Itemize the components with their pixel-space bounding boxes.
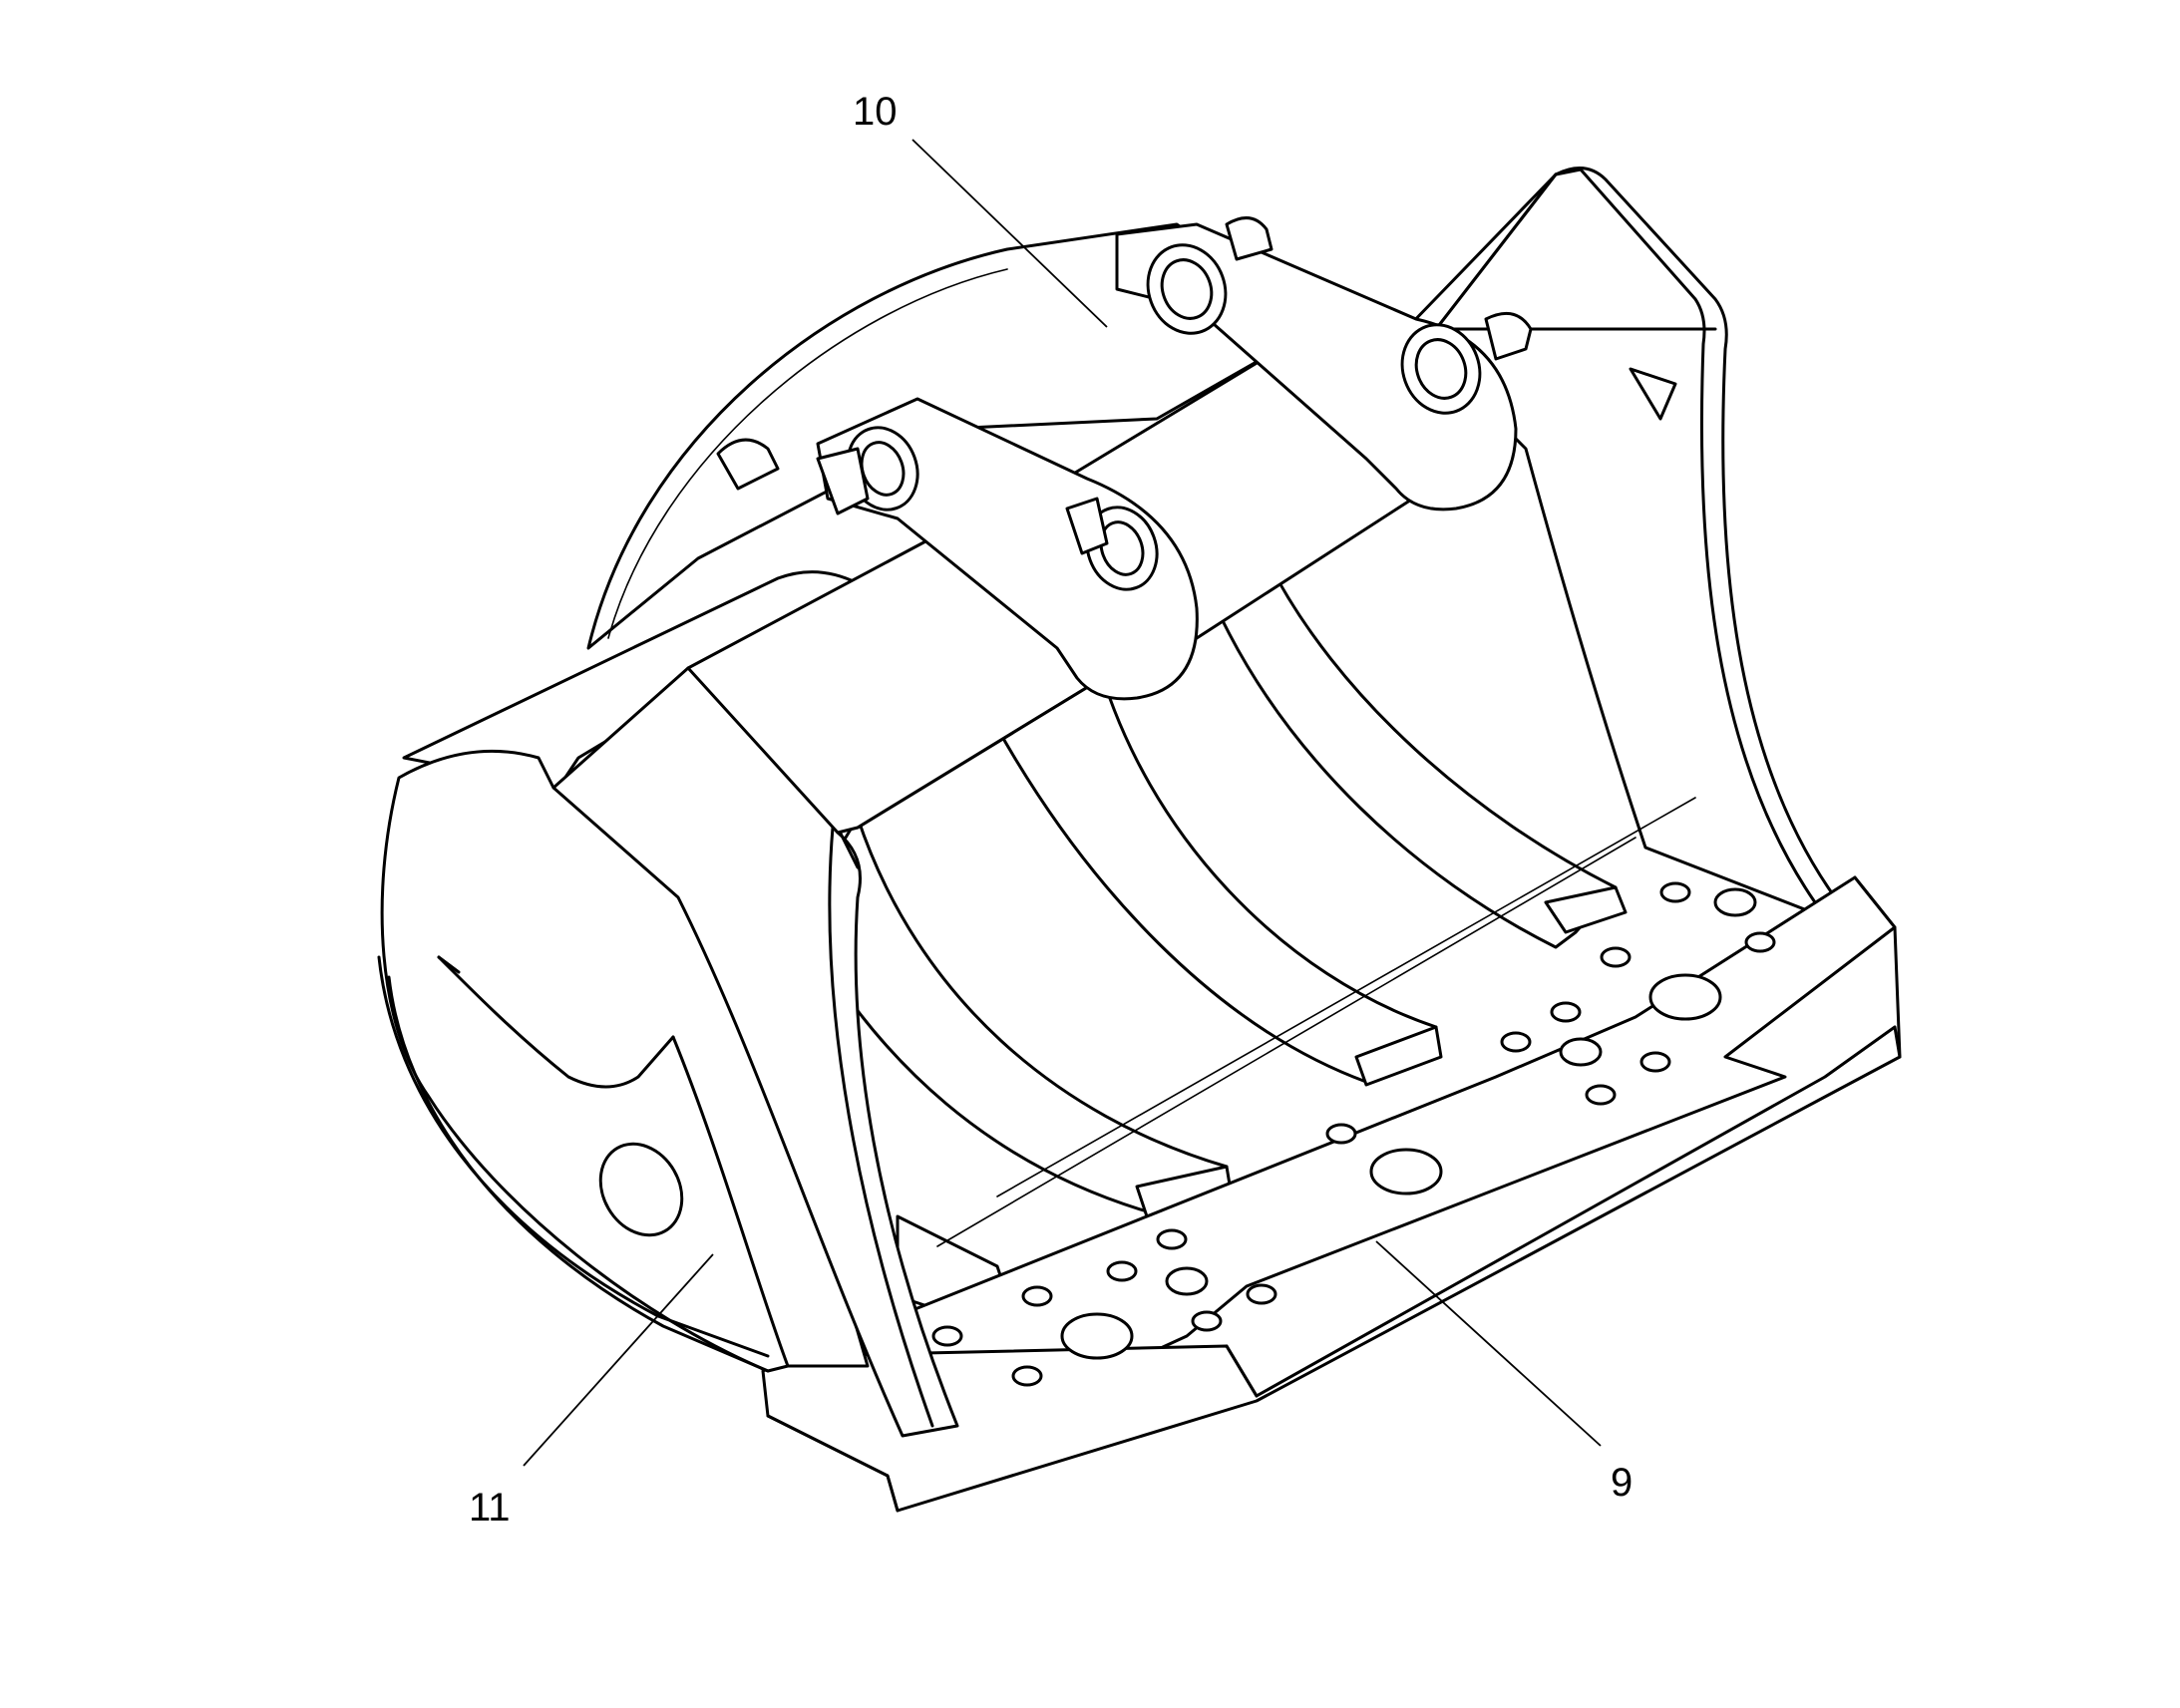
floor-plate (761, 797, 1902, 1513)
callout-11: 11 (469, 1253, 714, 1530)
left-side-wall (377, 749, 870, 1373)
callout-9-label: 9 (1611, 1461, 1633, 1505)
mount-bracket-front (716, 216, 1533, 701)
mount-bracket-rear (1115, 222, 1518, 512)
callout-10: 10 (853, 90, 1108, 328)
callout-9: 9 (1375, 1240, 1633, 1505)
callout-10-label: 10 (853, 90, 898, 134)
callout-11-label: 11 (469, 1486, 511, 1530)
right-side-wall (1404, 167, 1837, 919)
